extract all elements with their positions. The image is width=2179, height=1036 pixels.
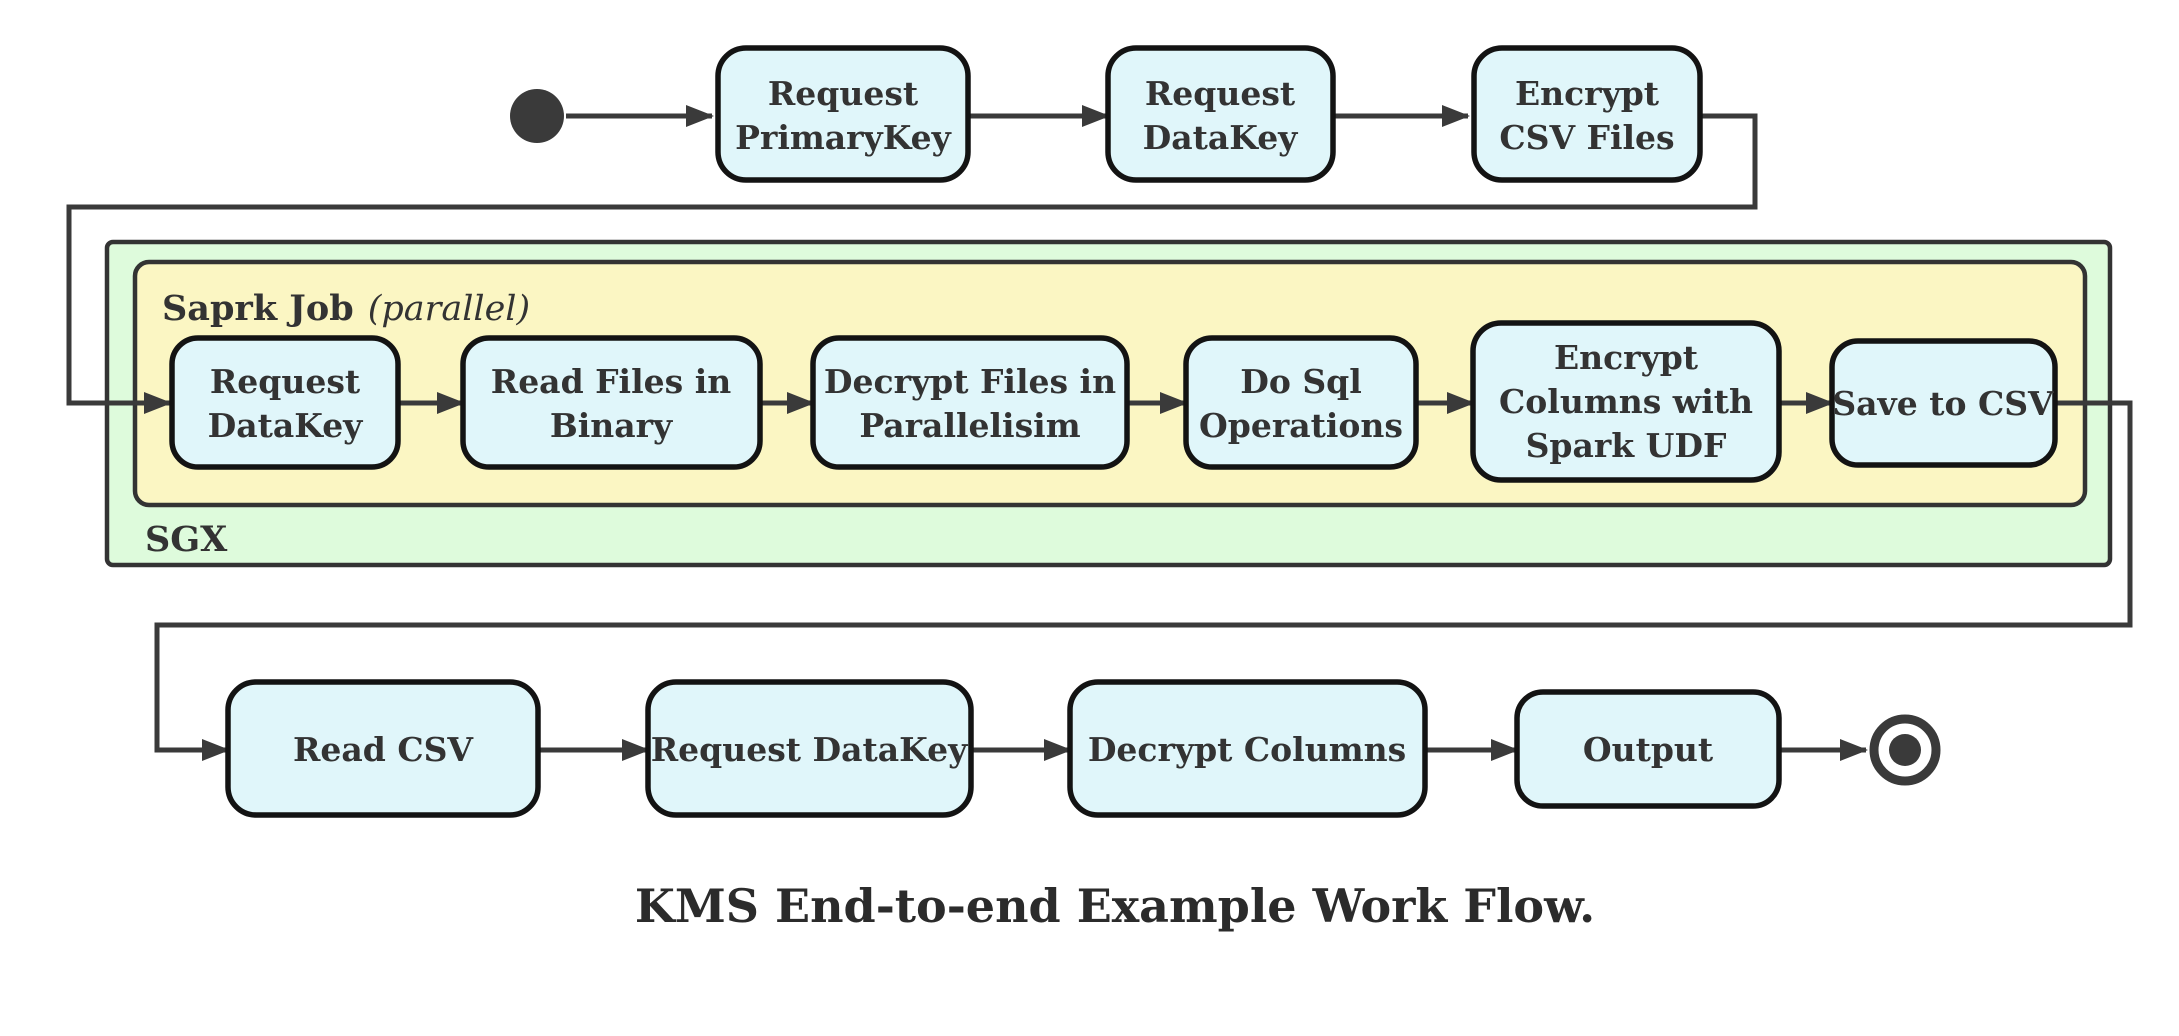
edge-encrypt-csv-to-spark-request-datakey [66,113,1758,414]
node-request-primarykey [715,45,971,183]
node-read-files-in-binary-line1: Read Files in [491,362,731,401]
node-request-primarykey-line2: PrimaryKey [735,118,952,157]
node-output [1514,689,1782,809]
spark-job-qualifier-text: (parallel) [368,289,530,329]
node-decrypt-files-line2: Parallelisim [859,406,1080,445]
node-encrypt-csv-files [1471,45,1703,183]
node-decrypt-files-in-parallelisim [810,335,1130,470]
node-read-csv [225,679,541,818]
node-save-to-csv-line1: Save to CSV [1832,384,2055,423]
node-request-datakey-top-line2: DataKey [1143,118,1299,157]
node-output-line1: Output [1583,730,1714,769]
node-encrypt-columns-line2: Columns with [1499,382,1753,421]
diagram-caption: KMS End-to-end Example Work Flow. [635,879,1595,933]
node-request-datakey-bottom-line1: Request DataKey [651,730,968,769]
node-decrypt-files-line1: Decrypt Files in [824,362,1116,401]
edges [66,105,2133,761]
start-state-icon [510,89,564,143]
node-do-sql-operations-line1: Do Sql [1240,362,1362,401]
node-request-datakey-bottom [645,679,974,818]
spark-job-label: Saprk Job (parallel) [162,288,530,329]
node-read-files-in-binary-line2: Binary [550,406,673,445]
node-do-sql-operations [1183,335,1419,470]
end-state-inner-dot [1889,734,1921,766]
node-encrypt-columns-spark-udf [1470,320,1782,483]
node-decrypt-columns-line1: Decrypt Columns [1088,730,1406,769]
spark-job-label-text: Saprk Job [162,288,354,329]
node-request-primarykey-line1: Request [768,74,919,113]
node-encrypt-csv-files-line1: Encrypt [1515,74,1660,113]
node-spark-request-datakey [169,335,401,470]
node-encrypt-columns-line3: Spark UDF [1526,426,1727,465]
node-request-datakey-top-line1: Request [1145,74,1296,113]
node-spark-request-datakey-line2: DataKey [208,406,364,445]
node-request-datakey-top [1105,45,1336,183]
node-spark-request-datakey-line1: Request [210,362,361,401]
node-decrypt-columns [1067,679,1428,818]
edge-save-csv-to-read-csv [154,400,2133,761]
node-read-csv-line1: Read CSV [293,730,474,769]
node-save-to-csv [1829,338,2058,468]
node-do-sql-operations-line2: Operations [1199,406,1403,445]
sgx-label: SGX [145,519,228,560]
node-encrypt-csv-files-line2: CSV Files [1499,118,1674,157]
node-encrypt-columns-line1: Encrypt [1554,338,1699,377]
node-read-files-in-binary [460,335,763,470]
